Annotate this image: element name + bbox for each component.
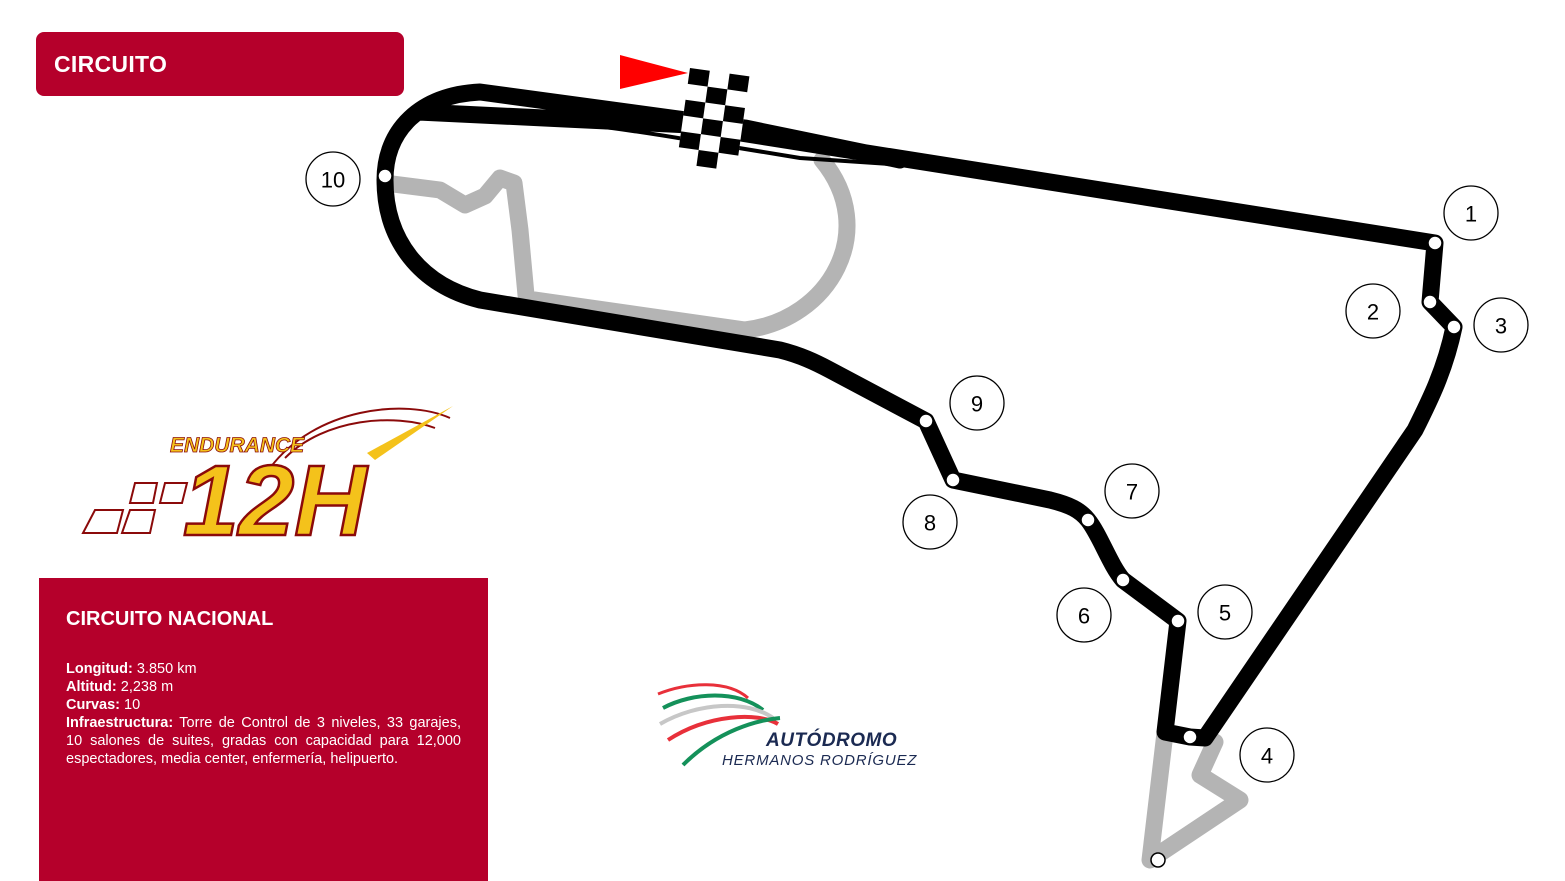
hours-text: 12H <box>183 445 368 548</box>
sponsor-line-1: AUTÓDROMO <box>766 730 898 751</box>
turn-5: 5 <box>1197 584 1253 640</box>
unused-track-stadium <box>1141 724 1249 869</box>
unused-track-oval <box>526 151 856 339</box>
endurance-12h-logo: ENDURANCE 12H <box>81 406 453 548</box>
track-pit-lane <box>416 113 907 167</box>
turn-7: 7 <box>1104 463 1160 519</box>
info-infrastructure: Infraestructura: Torre de Control de 3 n… <box>66 715 461 767</box>
sponsor-line-2: HERMANOS RODRÍGUEZ <box>722 752 918 769</box>
active-track <box>376 83 1463 747</box>
turn-6: 6 <box>1056 587 1112 643</box>
svg-text:10: 10 <box>321 168 345 193</box>
apex-10 <box>377 168 393 184</box>
apex-3 <box>1446 319 1462 335</box>
circuit-info-panel: CIRCUITO NACIONAL Longitud: 3.850 km Alt… <box>39 578 488 881</box>
apex-2 <box>1422 294 1438 310</box>
svg-text:1: 1 <box>1465 202 1477 227</box>
apex-8 <box>945 472 961 488</box>
red-flag-icon <box>620 55 688 89</box>
turn-2: 2 <box>1345 283 1401 339</box>
apex-6 <box>1115 572 1131 588</box>
apex-9 <box>918 413 934 429</box>
turn-3: 3 <box>1473 297 1529 353</box>
autodromo-logo: AUTÓDROMO HERMANOS RODRÍGUEZ <box>648 680 948 780</box>
turn-4: 4 <box>1239 727 1295 783</box>
turn-10: 10 <box>305 151 361 207</box>
checkered-flag-icon <box>676 68 750 172</box>
svg-text:6: 6 <box>1078 604 1090 629</box>
info-altitude: Altitud: 2,238 m <box>66 679 174 695</box>
circuit-name: CIRCUITO NACIONAL <box>66 608 274 630</box>
eagle-wing-icon <box>657 683 781 767</box>
endurance-text: ENDURANCE <box>170 434 305 457</box>
track-main-loop <box>376 83 1463 747</box>
turn-1: 1 <box>1443 185 1499 241</box>
start-finish-flag <box>620 55 750 172</box>
section-header: CIRCUITO <box>36 32 404 96</box>
svg-text:3: 3 <box>1495 314 1507 339</box>
svg-text:8: 8 <box>924 511 936 536</box>
info-length: Longitud: 3.850 km <box>66 661 197 677</box>
apex-4 <box>1182 729 1198 745</box>
svg-text:9: 9 <box>971 392 983 417</box>
apex-markers <box>377 168 1462 868</box>
turn-9: 9 <box>949 375 1005 431</box>
svg-text:5: 5 <box>1219 601 1231 626</box>
apex-start <box>1150 852 1166 868</box>
turn-labels: 1 2 3 4 5 6 7 8 9 10 <box>305 151 1529 783</box>
unused-track-sections <box>376 151 1249 869</box>
section-title: CIRCUITO <box>54 50 168 77</box>
svg-text:4: 4 <box>1261 744 1273 769</box>
apex-5 <box>1170 613 1186 629</box>
svg-text:2: 2 <box>1367 300 1379 325</box>
apex-1 <box>1427 235 1443 251</box>
svg-text:7: 7 <box>1126 480 1138 505</box>
apex-7 <box>1080 512 1096 528</box>
info-turns: Curvas: 10 <box>66 697 141 713</box>
unused-track-infield <box>376 169 535 304</box>
turn-8: 8 <box>902 494 958 550</box>
